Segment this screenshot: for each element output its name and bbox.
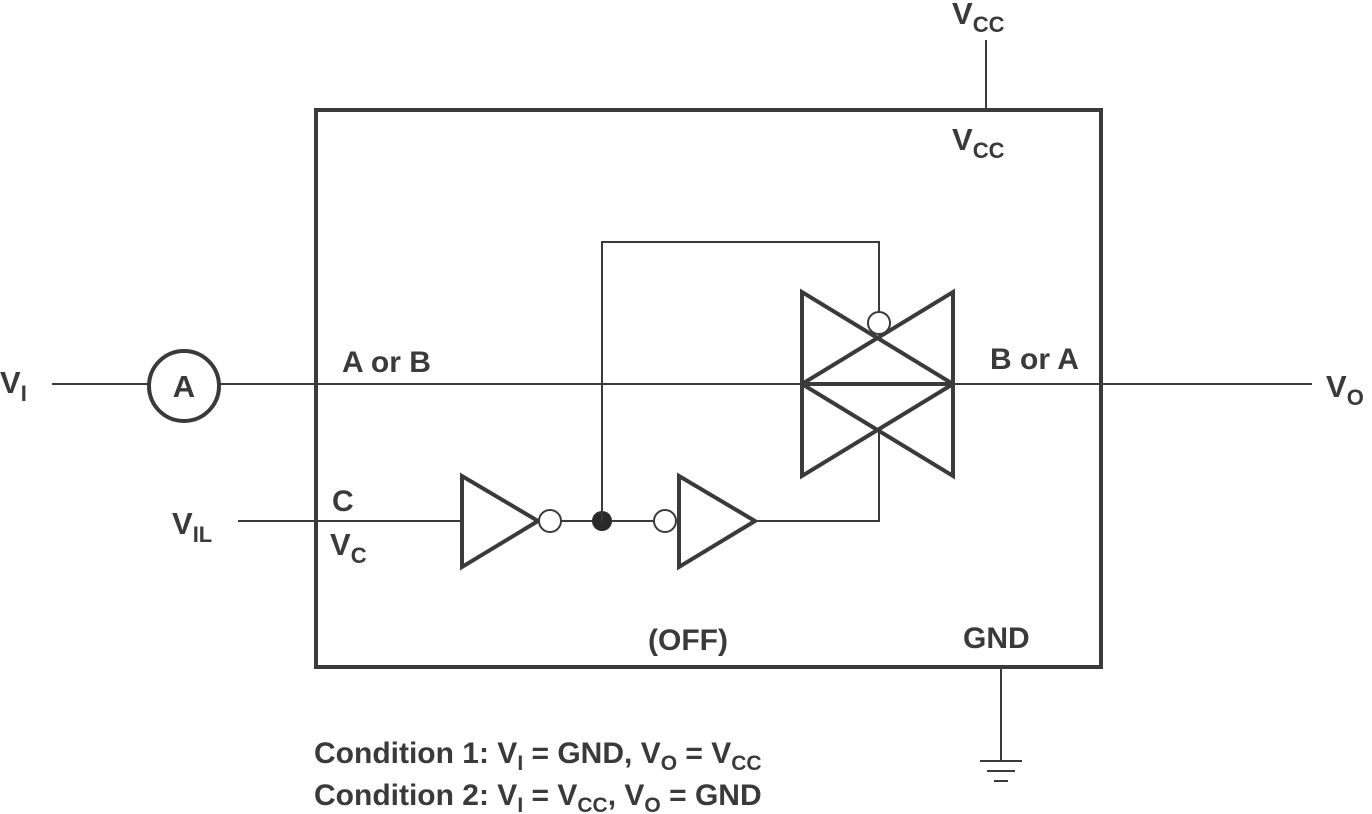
transmission-gate-bottom [800, 380, 955, 480]
vc-label: VC [330, 527, 367, 568]
vo-label: VO [1326, 369, 1364, 410]
vcc-inner-label: VCC [952, 122, 1005, 163]
inverter-2-bubble [653, 509, 677, 533]
transmission-gate-bubble [867, 311, 891, 335]
a-or-b-label: A or B [342, 346, 431, 379]
vcc-top-label: VCC [952, 0, 1005, 37]
ammeter-symbol [147, 349, 221, 423]
ammeter-label: A [173, 369, 195, 404]
device-outline [314, 108, 1103, 669]
b-or-a-label: B or A [990, 343, 1079, 376]
vi-label: VI [0, 365, 27, 406]
inverter-2 [677, 472, 759, 571]
gnd-label: GND [963, 622, 1030, 655]
transmission-gate-top [800, 288, 955, 388]
inverter-1 [460, 472, 542, 571]
c-pin-label: C [332, 485, 354, 518]
gate-drive-wire [755, 431, 880, 522]
vil-label: VIL [172, 506, 212, 547]
feedback-wire [601, 241, 880, 521]
condition-2: Condition 2: VI = VCC, VO = GND [314, 779, 762, 814]
off-label: (OFF) [648, 624, 728, 657]
inverter-1-bubble [538, 509, 562, 533]
condition-1: Condition 1: VI = GND, VO = VCC [314, 737, 762, 775]
